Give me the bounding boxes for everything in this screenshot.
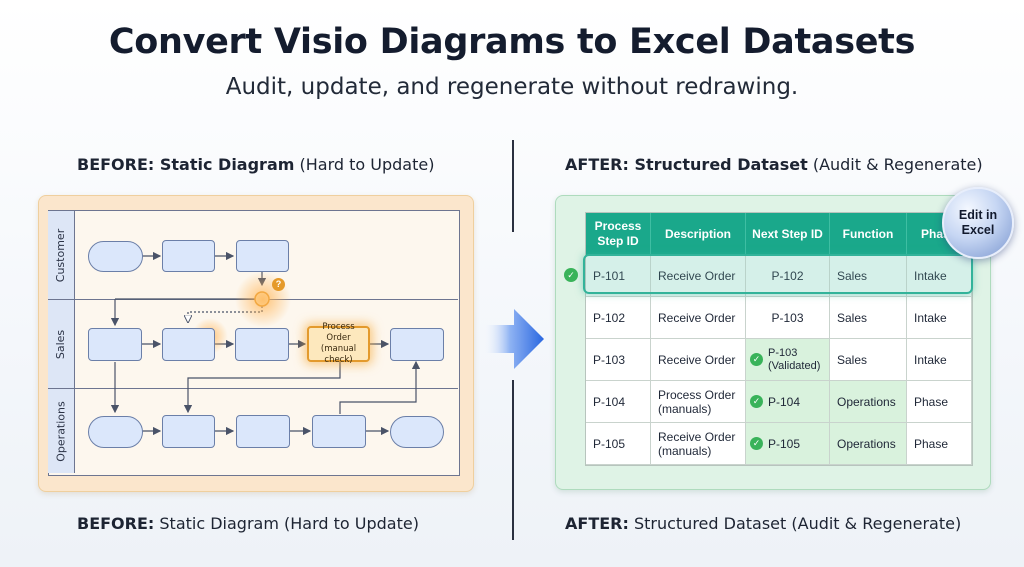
table-cell[interactable]: P-102 [746,255,830,297]
after-footer: AFTER: Structured Dataset (Audit & Regen… [565,514,962,533]
table-cell[interactable]: Operations [830,381,907,423]
highlighted-process-box: Process Order (manual check) [307,322,370,365]
process-box [162,328,215,361]
page-title: Convert Visio Diagrams to Excel Datasets [108,22,916,62]
lane-separator [48,388,458,389]
table-cell-validated[interactable]: ✓ P-104 [746,381,830,423]
table-cell[interactable]: P-103 [586,339,651,381]
table-cell[interactable]: Sales [830,255,907,297]
column-header[interactable]: Next Step ID [746,213,830,255]
cell-text: P-103 (Validated) [768,346,821,372]
conversion-arrow-icon [482,309,544,369]
column-header[interactable]: Function [830,213,907,255]
table-cell-validated[interactable]: ✓ P-103 (Validated) [746,339,830,381]
process-box [236,415,290,448]
table-cell[interactable]: Sales [830,339,907,381]
question-icon: ? [272,278,285,291]
before-footer: BEFORE: Static Diagram (Hard to Update) [77,514,419,533]
check-icon: ✓ [750,395,763,408]
process-box [88,328,142,361]
table-cell[interactable]: Sales [830,297,907,339]
table-cell[interactable]: P-101 [586,255,651,297]
cell-text: P-104 [768,394,801,409]
process-box [235,328,289,361]
table-cell[interactable]: Intake [907,297,972,339]
cell-text: P-105 [768,436,801,451]
table-cell[interactable]: P-103 [746,297,830,339]
column-header[interactable]: Process Step ID [586,213,651,255]
start-shape [88,241,143,272]
table-cell[interactable]: Receive Order (manuals) [651,423,746,465]
edit-in-excel-badge[interactable]: Edit in Excel [942,187,1014,259]
check-icon: ✓ [750,437,763,450]
process-box [236,240,289,272]
lane-sales: Sales [48,300,75,388]
process-box [390,328,444,361]
selected-row-highlight [583,254,973,294]
process-box [162,415,215,448]
table-cell[interactable]: P-104 [586,381,651,423]
center-divider-top [512,140,514,232]
table-cell[interactable]: Receive Order [651,255,746,297]
end-shape [390,416,444,448]
lane-operations: Operations [48,389,75,473]
center-divider-bottom [512,380,514,540]
dataset-table: Process Step ID Description Next Step ID… [585,212,973,466]
table-cell[interactable]: Process Order (manuals) [651,381,746,423]
after-heading: AFTER: Structured Dataset (Audit & Regen… [565,155,983,174]
table-cell-validated[interactable]: ✓ P-105 [746,423,830,465]
lane-customer: Customer [48,211,75,299]
check-icon: ✓ [750,353,763,366]
process-box [312,415,366,448]
table-cell[interactable]: P-105 [586,423,651,465]
table-cell[interactable]: Operations [830,423,907,465]
table-cell[interactable]: Phase [907,381,972,423]
table-cell[interactable]: Phase [907,423,972,465]
column-header[interactable]: Description [651,213,746,255]
row-check-icon: ✓ [564,268,578,282]
table-cell[interactable]: Receive Order [651,297,746,339]
page-subtitle: Audit, update, and regenerate without re… [225,74,799,100]
process-box [162,240,215,272]
table-cell[interactable]: Receive Order [651,339,746,381]
table-cell[interactable]: P-102 [586,297,651,339]
start-shape [88,416,143,448]
before-heading: BEFORE: Static Diagram (Hard to Update) [77,155,435,174]
table-cell[interactable]: Intake [907,339,972,381]
